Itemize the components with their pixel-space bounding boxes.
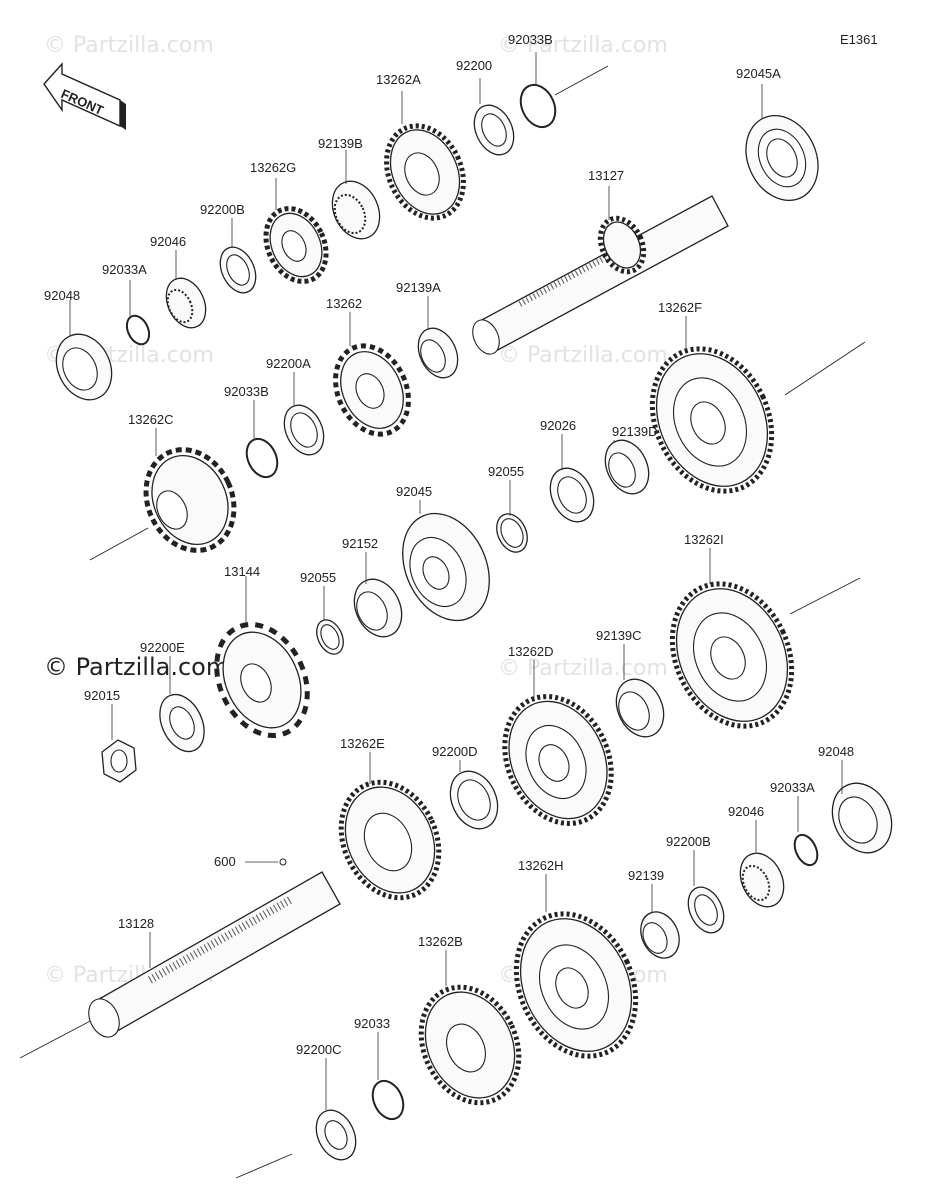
washer-92200D xyxy=(449,770,499,830)
lock-washer-92200E xyxy=(159,693,205,753)
bearing-92048-top xyxy=(55,333,113,401)
circlip-92033B-top xyxy=(519,83,557,129)
label-13262A: 13262A xyxy=(376,72,421,87)
gear-13262 xyxy=(333,343,411,437)
label-13262C: 13262C xyxy=(128,412,174,427)
axis-line-bottom-left xyxy=(19,1017,97,1059)
bearing-92045A xyxy=(745,114,819,202)
washer-92200B-top xyxy=(219,246,257,294)
washer-92200A xyxy=(283,404,325,456)
label-92055-a: 92055 xyxy=(488,464,524,479)
label-13262D: 13262D xyxy=(508,644,554,659)
label-92200B-bottom: 92200B xyxy=(666,834,711,849)
washer-92200 xyxy=(473,104,515,156)
gear-13262G xyxy=(263,206,329,284)
watermark-4: © Partzilla.com xyxy=(498,343,668,368)
gear-13262E xyxy=(338,779,442,901)
washer-92200B-bottom xyxy=(687,886,725,934)
label-92033B-mid: 92033B xyxy=(224,384,269,399)
label-13262G: 13262G xyxy=(250,160,296,175)
label-92200B-top: 92200B xyxy=(200,202,245,217)
bushing-92139D xyxy=(604,439,650,495)
gear-13262C xyxy=(143,447,237,553)
label-13262H: 13262H xyxy=(518,858,564,873)
label-13262: 13262 xyxy=(326,296,362,311)
watermark-main: © Partzilla.com xyxy=(44,653,229,681)
label-92139B: 92139B xyxy=(318,136,363,151)
diagram-code: E1361 xyxy=(840,32,878,47)
axis-line-right-2 xyxy=(789,577,861,615)
label-92033B-top: 92033B xyxy=(508,32,553,47)
label-92045A: 92045A xyxy=(736,66,781,81)
bearing-92045 xyxy=(402,512,490,622)
label-92033: 92033 xyxy=(354,1016,390,1031)
label-92046-bottom: 92046 xyxy=(728,804,764,819)
collar-92055-a xyxy=(496,513,528,553)
label-600: 600 xyxy=(214,854,236,869)
collar-92152 xyxy=(353,578,403,638)
gear-13262D xyxy=(502,694,614,826)
axis-line-bottom xyxy=(235,1153,293,1179)
sprocket-13144 xyxy=(214,622,310,738)
label-92033A-bottom: 92033A xyxy=(770,780,815,795)
watermark-5: © Partzilla.com xyxy=(498,656,668,681)
label-92139C: 92139C xyxy=(596,628,642,643)
axis-line-right-1 xyxy=(784,341,866,396)
label-92046-top: 92046 xyxy=(150,234,186,249)
shaft-13127 xyxy=(472,195,729,355)
axis-line-top xyxy=(554,65,609,96)
label-92033A-top: 92033A xyxy=(102,262,147,277)
label-92048-bottom: 92048 xyxy=(818,744,854,759)
lock-washer-92200C xyxy=(315,1109,357,1161)
watermark-2: © Partzilla.com xyxy=(498,33,668,58)
label-13262E: 13262E xyxy=(340,736,385,751)
label-92139A: 92139A xyxy=(396,280,441,295)
label-92045: 92045 xyxy=(396,484,432,499)
axis-line-left xyxy=(89,527,149,561)
bushing-92139A xyxy=(417,327,459,379)
label-13144: 13144 xyxy=(224,564,260,579)
bearing-92048-bottom xyxy=(831,782,893,854)
label-92139: 92139 xyxy=(628,868,664,883)
label-13127: 13127 xyxy=(588,168,624,183)
label-92015: 92015 xyxy=(84,688,120,703)
bushing-92139C xyxy=(615,678,665,738)
bushing-92139B xyxy=(331,180,381,240)
label-92055-b: 92055 xyxy=(300,570,336,585)
circlip-92033A-bottom xyxy=(793,833,819,867)
watermark-1: © Partzilla.com xyxy=(44,33,214,58)
label-92152: 92152 xyxy=(342,536,378,551)
label-13262F: 13262F xyxy=(658,300,702,315)
label-92200-top: 92200 xyxy=(456,58,492,73)
label-92026: 92026 xyxy=(540,418,576,433)
bushing-92139 xyxy=(640,911,680,959)
label-13128: 13128 xyxy=(118,916,154,931)
circlip-92033 xyxy=(371,1079,405,1121)
label-13262I: 13262I xyxy=(684,532,724,547)
label-92200E: 92200E xyxy=(140,640,185,655)
label-92200A: 92200A xyxy=(266,356,311,371)
washer-92026 xyxy=(549,467,595,523)
front-arrow-icon: FRONT xyxy=(43,62,126,130)
marker-600 xyxy=(279,858,287,866)
nut-92015 xyxy=(101,739,137,783)
needle-bearing-92046-bottom xyxy=(739,852,785,908)
label-92139D: 92139D xyxy=(612,424,658,439)
label-92048-top: 92048 xyxy=(44,288,80,303)
label-92200D: 92200D xyxy=(432,744,478,759)
leader-lines xyxy=(69,52,843,1110)
label-92200C: 92200C xyxy=(296,1042,342,1057)
gear-13262A xyxy=(384,123,466,221)
label-13262B: 13262B xyxy=(418,934,463,949)
gear-13262H xyxy=(513,911,639,1059)
gear-13262I xyxy=(669,581,795,729)
circlip-92033A-top xyxy=(125,314,151,346)
gear-13262F xyxy=(649,346,775,494)
gear-13262B xyxy=(418,984,522,1106)
shaft-13128 xyxy=(88,871,341,1038)
circlip-92033B-mid xyxy=(245,437,279,479)
needle-bearing-92046-top xyxy=(165,277,207,329)
collar-92055-b xyxy=(316,619,344,655)
